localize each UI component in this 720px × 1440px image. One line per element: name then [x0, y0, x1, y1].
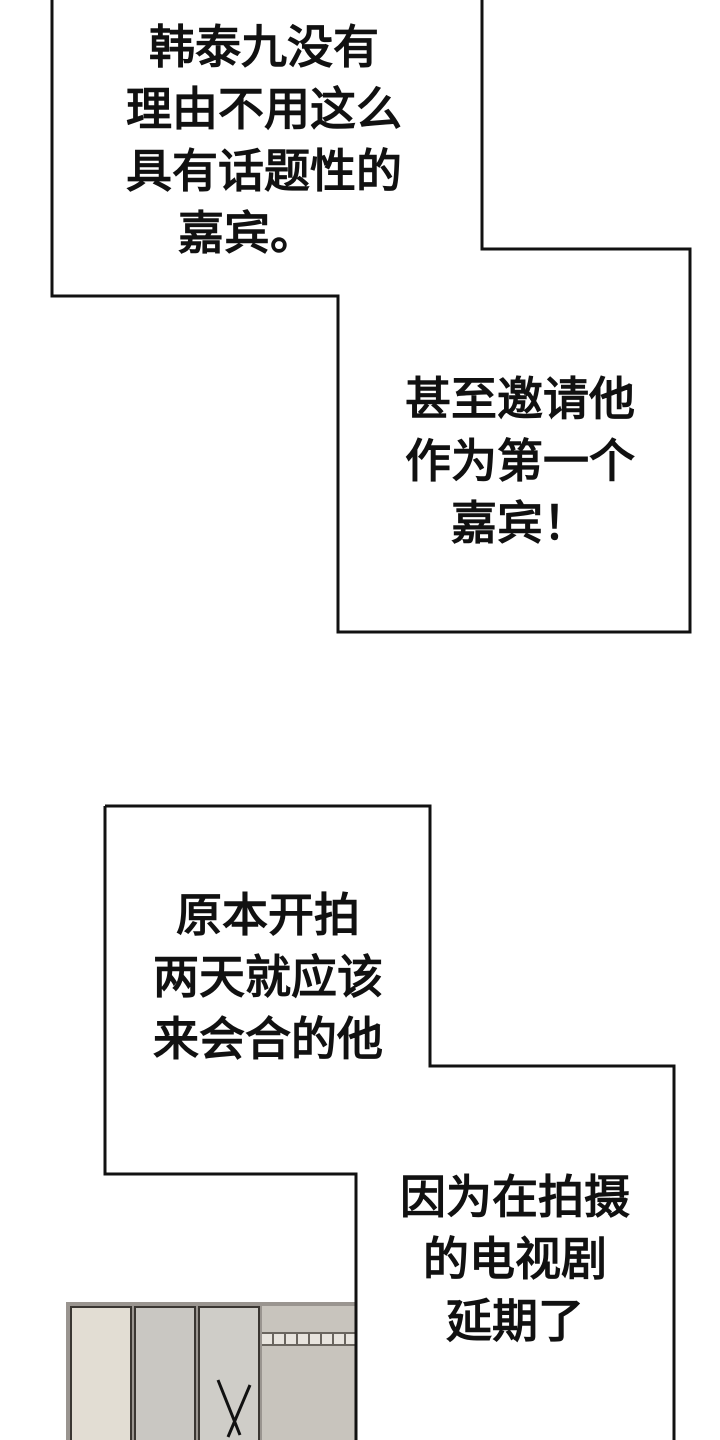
caption-text-1: 韩泰九没有 理由不用这么 具有话题性的 嘉宾。 [84, 16, 444, 264]
caption-line: 具有话题性的 [126, 144, 402, 198]
caption-text-3: 原本开拍 两天就应该 来会合的他 [128, 884, 408, 1070]
caption-line: 来会合的他 [153, 1012, 383, 1066]
door-panel [134, 1306, 196, 1440]
caption-line: 原本开拍 [176, 888, 360, 942]
caption-line: 嘉宾。 [178, 206, 316, 260]
wall-tile-strip [262, 1332, 356, 1346]
scribble-mark [216, 1379, 252, 1438]
caption-text-4: 因为在拍摄 的电视剧 延期了 [370, 1166, 660, 1352]
caption-line: 嘉宾！ [451, 496, 589, 550]
door-panel [198, 1306, 260, 1440]
caption-line: 延期了 [446, 1294, 584, 1348]
caption-line: 因为在拍摄 [400, 1170, 630, 1224]
caption-line: 的电视剧 [423, 1232, 607, 1286]
caption-line: 理由不用这么 [126, 82, 402, 136]
caption-line: 两天就应该 [153, 950, 383, 1004]
caption-line: 作为第一个 [405, 434, 635, 488]
caption-line: 甚至邀请他 [405, 372, 635, 426]
comic-panel-illustration [66, 1302, 356, 1440]
caption-text-2: 甚至邀请他 作为第一个 嘉宾！ [372, 368, 668, 554]
door-panel [70, 1306, 132, 1440]
caption-box-top-outline [50, 0, 692, 634]
wall-panel [262, 1306, 356, 1440]
caption-line: 韩泰九没有 [149, 20, 379, 74]
